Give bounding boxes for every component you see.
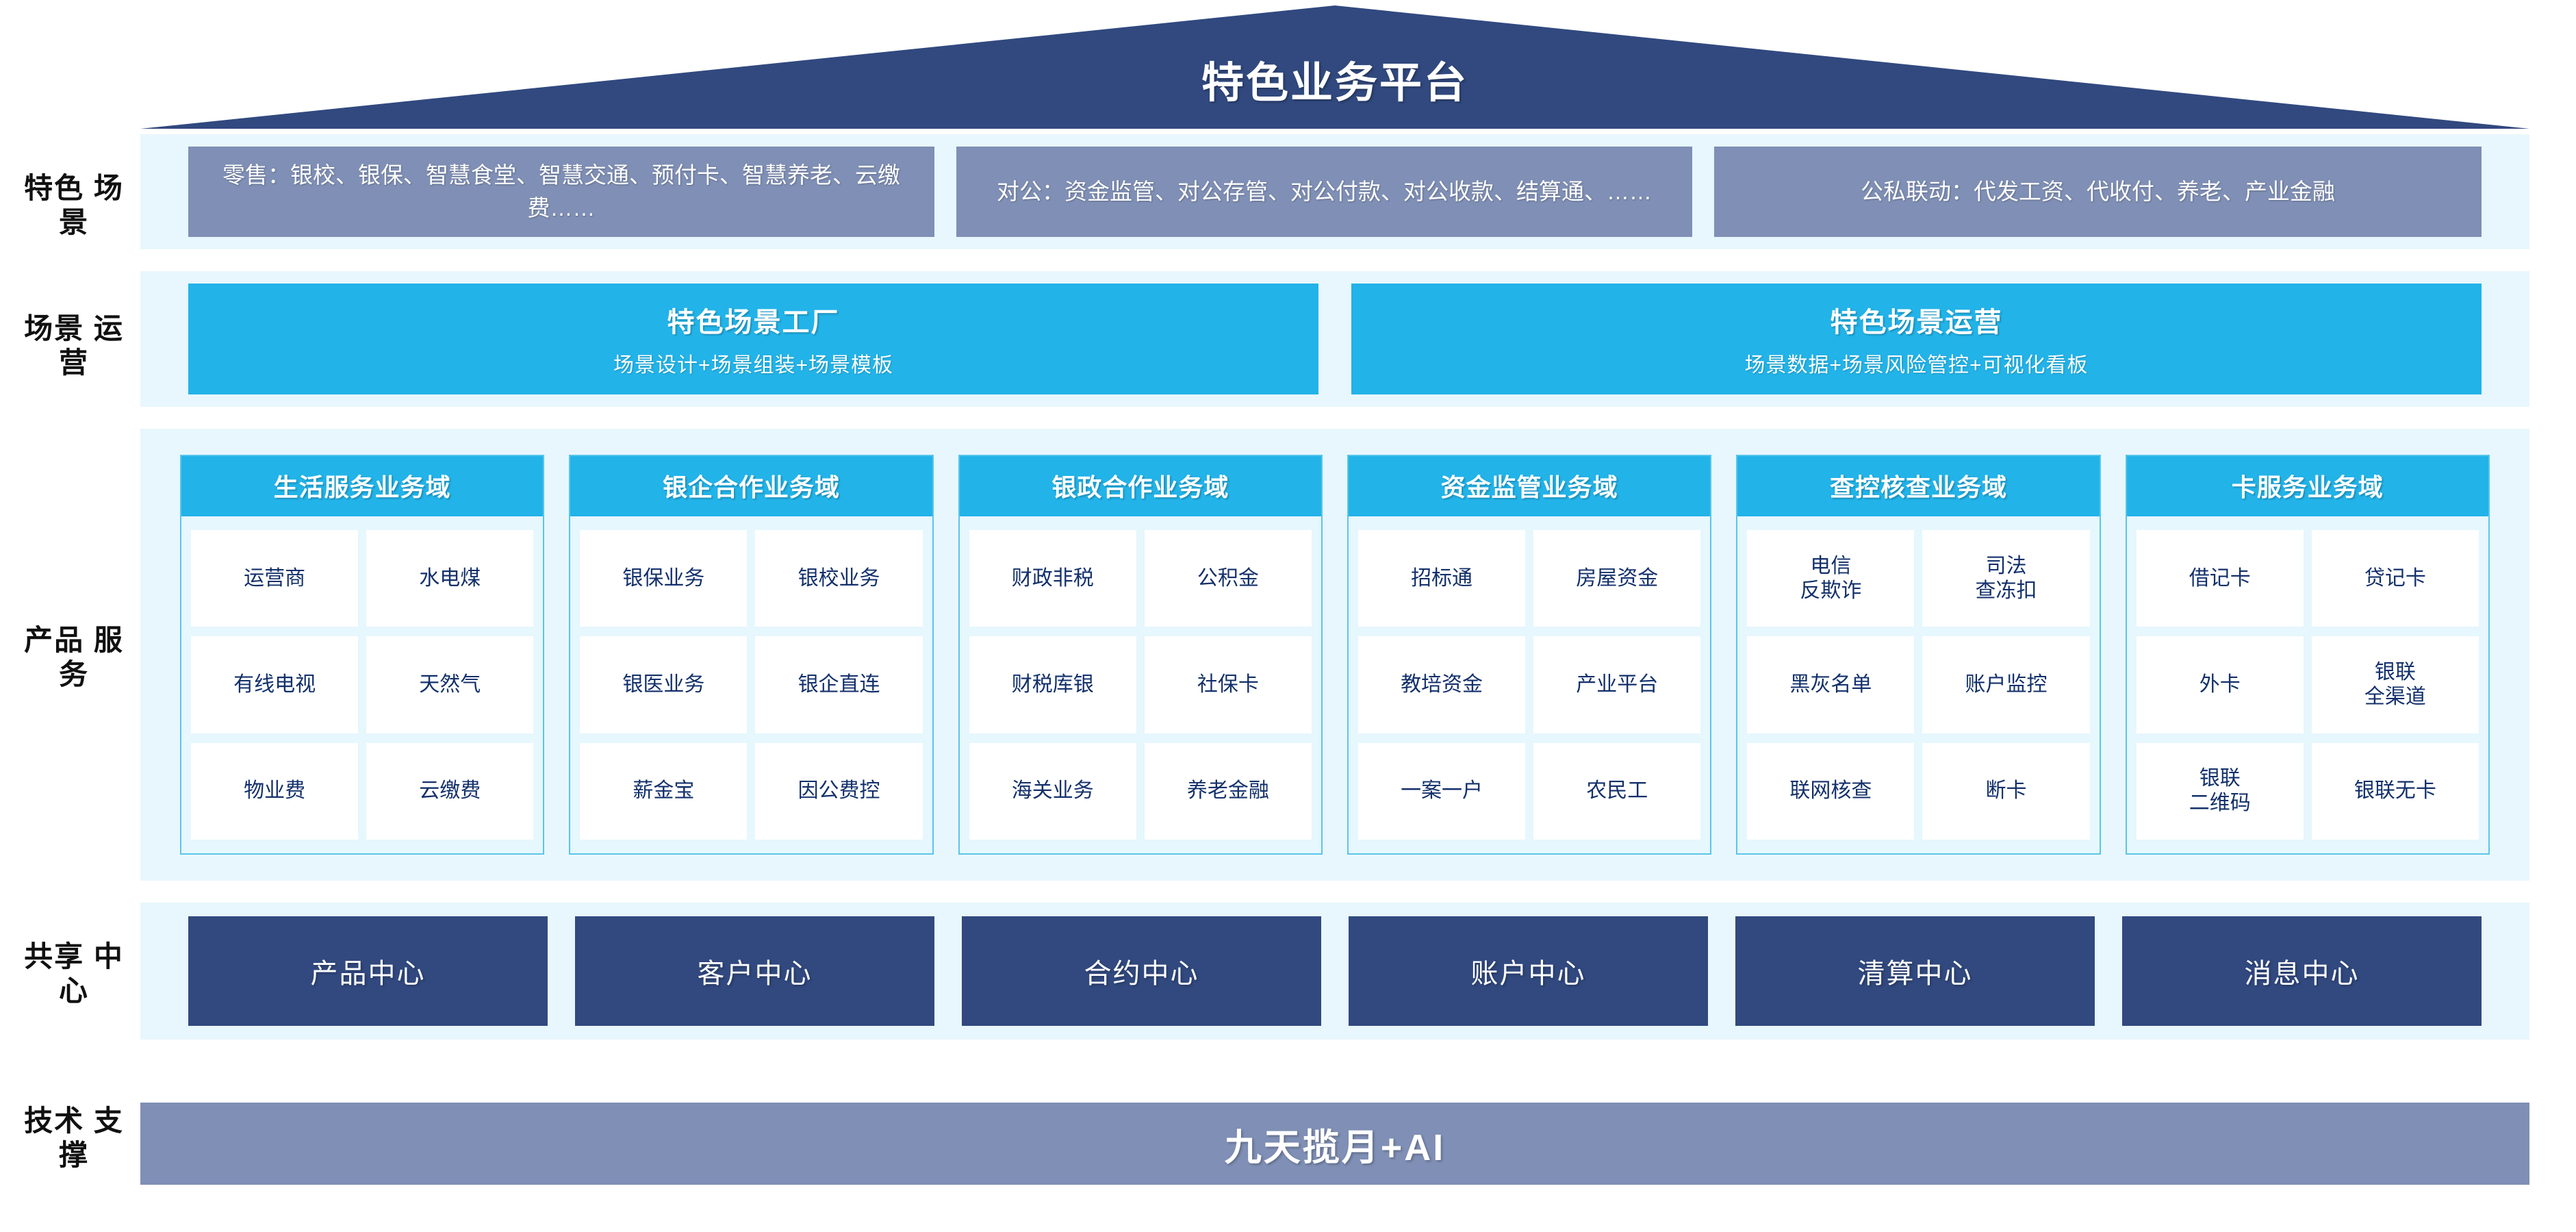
ops-box-scene-factory[interactable]: 特色场景工厂 场景设计+场景组装+场景模板 [188,284,1318,394]
domain-cell[interactable]: 薪金宝 [580,742,748,840]
domain-cell[interactable]: 教培资金 [1357,636,1526,733]
domain-title-bank-enterprise: 银企合作业务域 [570,456,932,516]
domain-grid-fund-supervision: 招标通 房屋资金 教培资金 产业平台 一案一户 农民工 [1349,516,1710,853]
domain-cell[interactable]: 银联 二维码 [2136,742,2304,840]
domain-cell[interactable]: 银保业务 [580,530,748,627]
domain-cell[interactable]: 一案一户 [1357,742,1526,840]
domain-cell[interactable]: 司法 查冻扣 [1922,530,2090,627]
domain-cell[interactable]: 财税库银 [969,636,1136,733]
domain-column-fund-supervision[interactable]: 资金监管业务域 招标通 房屋资金 教培资金 产业平台 一案一户 农民工 [1347,455,1712,855]
ops-box-scene-operation[interactable]: 特色场景运营 场景数据+场景风险管控+可视化看板 [1351,284,2482,394]
domain-cell[interactable]: 黑灰名单 [1747,636,1915,733]
domain-title-investigation-control: 查控核查业务域 [1737,456,2100,516]
domain-cell[interactable]: 有线电视 [191,636,359,733]
platform-roof-header: 特色业务平台 [140,5,2529,129]
domain-cell[interactable]: 养老金融 [1144,742,1312,840]
ops-title-scene-factory: 特色场景工厂 [667,307,840,338]
domain-cell[interactable]: 银医业务 [580,636,748,733]
domain-cell[interactable]: 断卡 [1922,742,2090,840]
domain-cell[interactable]: 农民工 [1533,742,1701,840]
domain-cell[interactable]: 物业费 [191,742,359,840]
domain-cell[interactable]: 银联 全渠道 [2311,636,2479,733]
row-label-operations: 场景 运营 [24,312,124,379]
domain-grid-card-service: 借记卡 贷记卡 外卡 银联 全渠道 银联 二维码 银联无卡 [2127,516,2488,853]
shared-center-settlement[interactable]: 清算中心 [1735,916,2095,1026]
scene-box-retail[interactable]: 零售：银校、银保、智慧食堂、智慧交通、预付卡、智慧养老、云缴费…… [188,147,934,237]
domain-title-bank-government: 银政合作业务域 [959,456,1321,516]
domain-cell[interactable]: 社保卡 [1144,636,1312,733]
products-band: 生活服务业务域 运营商 水电煤 有线电视 天然气 物业费 云缴费 银企合作业务域… [140,429,2529,881]
domain-cell[interactable]: 房屋资金 [1533,530,1701,627]
domain-grid-bank-government: 财政非税 公积金 财税库银 社保卡 海关业务 养老金融 [960,516,1321,853]
domain-cell[interactable]: 外卡 [2136,636,2304,733]
row-label-scenes: 特色 场景 [24,172,124,238]
row-label-shared-centers: 共享 中心 [24,940,124,1007]
domain-cell[interactable]: 产业平台 [1533,636,1701,733]
scenes-band: 零售：银校、银保、智慧食堂、智慧交通、预付卡、智慧养老、云缴费…… 对公：资金监… [140,134,2529,249]
domain-cell[interactable]: 银校业务 [755,530,923,627]
ops-subtitle-scene-factory: 场景设计+场景组装+场景模板 [613,354,894,377]
domain-title-life-service: 生活服务业务域 [181,456,544,516]
domain-cell[interactable]: 财政非税 [969,530,1136,627]
domain-grid-life-service: 运营商 水电煤 有线电视 天然气 物业费 云缴费 [181,516,543,853]
row-label-tech-support: 技术 支撑 [24,1105,124,1171]
domain-cell[interactable]: 水电煤 [366,530,534,627]
operations-band: 特色场景工厂 场景设计+场景组装+场景模板 特色场景运营 场景数据+场景风险管控… [140,271,2529,407]
domain-column-bank-enterprise[interactable]: 银企合作业务域 银保业务 银校业务 银医业务 银企直连 薪金宝 因公费控 [569,455,934,855]
ops-subtitle-scene-operation: 场景数据+场景风险管控+可视化看板 [1744,354,2089,377]
shared-center-message[interactable]: 消息中心 [2122,916,2482,1026]
domain-cell[interactable]: 联网核查 [1747,742,1915,840]
domain-cell[interactable]: 电信 反欺诈 [1747,530,1915,627]
domain-cell[interactable]: 账户监控 [1922,636,2090,733]
domain-grid-bank-enterprise: 银保业务 银校业务 银医业务 银企直连 薪金宝 因公费控 [570,516,932,853]
domain-title-card-service: 卡服务业务域 [2126,456,2488,516]
shared-center-product[interactable]: 产品中心 [188,916,548,1026]
domain-cell[interactable]: 海关业务 [969,742,1136,840]
ops-title-scene-operation: 特色场景运营 [1830,307,2003,338]
scene-box-corporate[interactable]: 对公：资金监管、对公存管、对公付款、对公收款、结算通、…… [956,147,1692,237]
operations-row: 特色场景工厂 场景设计+场景组装+场景模板 特色场景运营 场景数据+场景风险管控… [188,284,2482,394]
shared-centers-row: 产品中心 客户中心 合约中心 账户中心 清算中心 消息中心 [188,916,2482,1026]
page-title: 特色业务平台 [1201,60,1468,107]
domain-cell[interactable]: 云缴费 [366,742,534,840]
tech-support-band: 九天揽月+AI [140,1103,2529,1185]
shared-center-customer[interactable]: 客户中心 [575,916,934,1026]
shared-center-contract[interactable]: 合约中心 [962,916,1321,1026]
domain-title-fund-supervision: 资金监管业务域 [1348,456,1711,516]
domain-column-life-service[interactable]: 生活服务业务域 运营商 水电煤 有线电视 天然气 物业费 云缴费 [180,455,545,855]
domain-cell[interactable]: 贷记卡 [2311,530,2479,627]
domain-cell[interactable]: 公积金 [1144,530,1312,627]
scenes-row: 零售：银校、银保、智慧食堂、智慧交通、预付卡、智慧养老、云缴费…… 对公：资金监… [188,147,2482,237]
row-label-products: 产品 服务 [24,624,124,690]
product-domains-row: 生活服务业务域 运营商 水电煤 有线电视 天然气 物业费 云缴费 银企合作业务域… [180,455,2490,855]
domain-cell[interactable]: 因公费控 [755,742,923,840]
domain-cell[interactable]: 招标通 [1357,530,1526,627]
domain-cell[interactable]: 运营商 [191,530,359,627]
domain-column-bank-government[interactable]: 银政合作业务域 财政非税 公积金 财税库银 社保卡 海关业务 养老金融 [958,455,1323,855]
domain-cell[interactable]: 借记卡 [2136,530,2304,627]
domain-cell[interactable]: 银联无卡 [2311,742,2479,840]
domain-column-investigation-control[interactable]: 查控核查业务域 电信 反欺诈 司法 查冻扣 黑灰名单 账户监控 联网核查 断卡 [1736,455,2101,855]
shared-centers-band: 产品中心 客户中心 合约中心 账户中心 清算中心 消息中心 [140,903,2529,1040]
shared-center-account[interactable]: 账户中心 [1349,916,1708,1026]
domain-cell[interactable]: 天然气 [366,636,534,733]
tech-support-title: 九天揽月+AI [1224,1127,1446,1168]
domain-cell[interactable]: 银企直连 [755,636,923,733]
scene-box-public-private[interactable]: 公私联动：代发工资、代收付、养老、产业金融 [1714,147,2482,237]
domain-column-card-service[interactable]: 卡服务业务域 借记卡 贷记卡 外卡 银联 全渠道 银联 二维码 银联无卡 [2125,455,2490,855]
domain-grid-investigation-control: 电信 反欺诈 司法 查冻扣 黑灰名单 账户监控 联网核查 断卡 [1737,516,2099,853]
